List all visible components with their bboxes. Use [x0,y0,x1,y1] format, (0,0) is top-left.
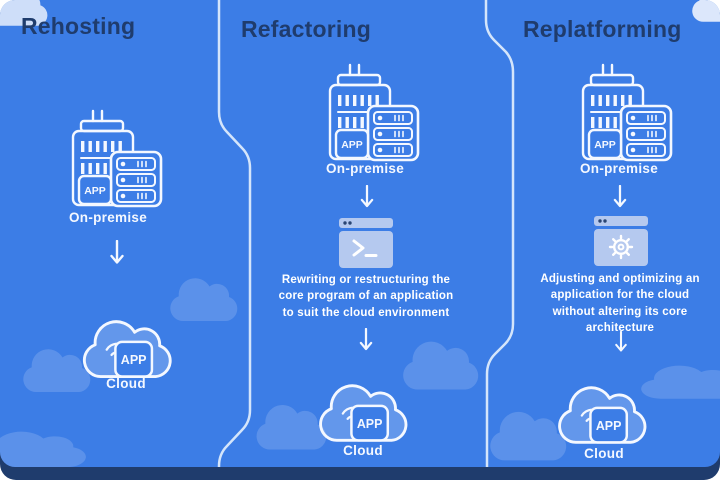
on-premise-label: On-premise [68,210,148,225]
cloud-app-icon: APP [319,384,408,442]
on-premise-label: On-premise [579,161,659,176]
svg-text:APP: APP [121,353,147,367]
server-rack-icon [619,104,673,162]
app-badge: APP [77,174,113,206]
terminal-prompt-icon [352,239,378,257]
svg-text:APP: APP [341,139,363,151]
divider-left [217,0,252,467]
on-premise-server-icon: APP [328,63,420,162]
blue-panel: Rehosting [0,0,720,467]
app-badge: APP [589,406,629,444]
settings-window-icon [594,216,648,266]
server-rack-icon [366,104,420,162]
cloud-deco-5 [403,341,479,390]
app-badge: APP [350,404,390,442]
on-premise-server-icon: APP [581,63,673,162]
down-arrow-icon [613,185,627,208]
cloud-app-icon: APP [82,320,172,378]
svg-text:APP: APP [594,139,616,151]
cloud-deco-3 [0,431,86,467]
gear-icon [608,234,634,260]
column1-title: Rehosting [21,13,136,39]
terminal-window-icon [339,218,393,268]
cloud-app-icon: APP [558,386,647,444]
antenna-icon [348,63,361,77]
svg-text:APP: APP [84,185,106,197]
cloud-label: Cloud [584,446,624,461]
down-arrow-icon [615,331,627,352]
down-arrow-icon [360,185,374,208]
cloud-label: Cloud [106,376,146,391]
app-badge: APP [587,128,623,160]
app-badge: APP [114,340,154,378]
svg-text:APP: APP [596,419,622,433]
column3-title: Replatforming [523,16,682,42]
cloud-deco-1 [170,278,238,322]
cloud-top-right [692,0,720,22]
column2-title: Refactoring [241,16,371,42]
refactoring-description: Rewriting or restructuring the core prog… [278,274,454,319]
down-arrow-icon [359,328,373,351]
divider-right [484,0,515,467]
app-badge: APP [334,128,370,160]
cloud-label: Cloud [343,443,383,458]
server-rack-icon [109,150,163,208]
down-arrow-icon [110,240,124,264]
on-premise-server-icon: APP [71,109,163,208]
background-decoration [0,0,720,467]
antenna-icon [91,109,104,123]
on-premise-label: On-premise [325,161,405,176]
replatforming-description: Adjusting and optimizing an application … [540,273,700,334]
svg-text:APP: APP [357,417,383,431]
cloud-deco-7 [641,365,720,399]
antenna-icon [601,63,614,77]
